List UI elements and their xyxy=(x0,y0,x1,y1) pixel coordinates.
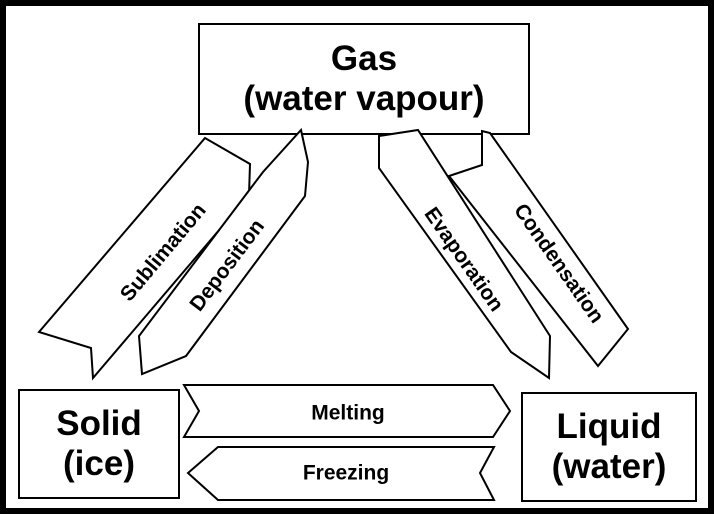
diagram-frame: Gas (water vapour) Solid (ice) Liquid (w… xyxy=(6,6,708,508)
liquid-subtitle: (water) xyxy=(551,447,667,486)
freezing-arrow xyxy=(186,446,496,501)
melting-label: Melting xyxy=(311,402,385,425)
melting-arrow xyxy=(182,384,512,438)
liquid-state-box: Liquid (water) xyxy=(521,392,697,502)
solid-title: Solid xyxy=(56,403,142,443)
liquid-title: Liquid xyxy=(556,406,662,446)
gas-subtitle: (water vapour) xyxy=(243,79,485,118)
deposition-arrow xyxy=(137,127,310,376)
gas-state-box: Gas (water vapour) xyxy=(198,23,530,135)
evaporation-arrow xyxy=(378,128,552,380)
gas-title: Gas xyxy=(330,38,398,78)
freezing-label: Freezing xyxy=(303,462,389,485)
solid-state-box: Solid (ice) xyxy=(18,389,180,499)
condensation-arrow xyxy=(447,129,630,368)
solid-subtitle: (ice) xyxy=(63,444,135,483)
transition-arrows: Sublimation Deposition Evaporation Conde… xyxy=(37,127,630,501)
